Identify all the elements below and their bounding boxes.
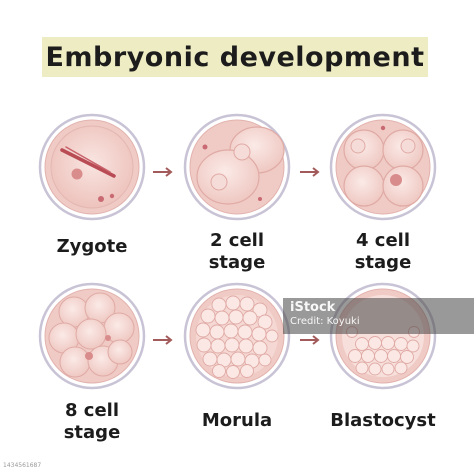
two-cell-embryo xyxy=(183,113,291,221)
stage-label-line1: Morula xyxy=(201,410,273,431)
stage-label-line1: Zygote xyxy=(56,236,128,257)
watermark-credit: Credit: Koyuki xyxy=(290,316,360,327)
stage-label-zygote: Zygote xyxy=(37,236,147,258)
arrow-zygote-to-2cell xyxy=(153,167,173,177)
stage-label-line1: 8 cell xyxy=(64,400,119,421)
page-title: Embryonic development xyxy=(45,41,425,73)
arrow-8cell-to-morula xyxy=(153,335,173,345)
watermark-brand: iStock xyxy=(290,300,336,315)
morula-embryo xyxy=(183,282,291,390)
stage-label-line1: 2 cell xyxy=(209,230,264,251)
four-cell-embryo xyxy=(329,113,437,221)
stage-label-blastocyst: Blastocyst xyxy=(318,410,448,432)
stage-label-line2: stage xyxy=(208,252,266,273)
arrow-morula-to-blastocyst xyxy=(300,335,320,345)
stage-label-line2: stage xyxy=(63,422,121,443)
stock-id: 1434561687 xyxy=(3,462,42,469)
watermark-banner xyxy=(283,298,474,334)
title-banner: Embryonic development xyxy=(42,37,428,77)
arrow-2cell-to-4cell xyxy=(300,167,320,177)
stage-label-line1: 4 cell xyxy=(355,230,410,251)
stage-label-line2: stage xyxy=(354,252,412,273)
zygote-embryo xyxy=(38,113,146,221)
stage-label-2-cell: 2 cell stage xyxy=(182,230,292,274)
stage-label-4-cell: 4 cell stage xyxy=(328,230,438,274)
stage-label-morula: Morula xyxy=(182,410,292,432)
stage-label-8-cell: 8 cell stage xyxy=(37,400,147,444)
eight-cell-embryo xyxy=(38,282,146,390)
stage-label-line1: Blastocyst xyxy=(330,410,436,431)
